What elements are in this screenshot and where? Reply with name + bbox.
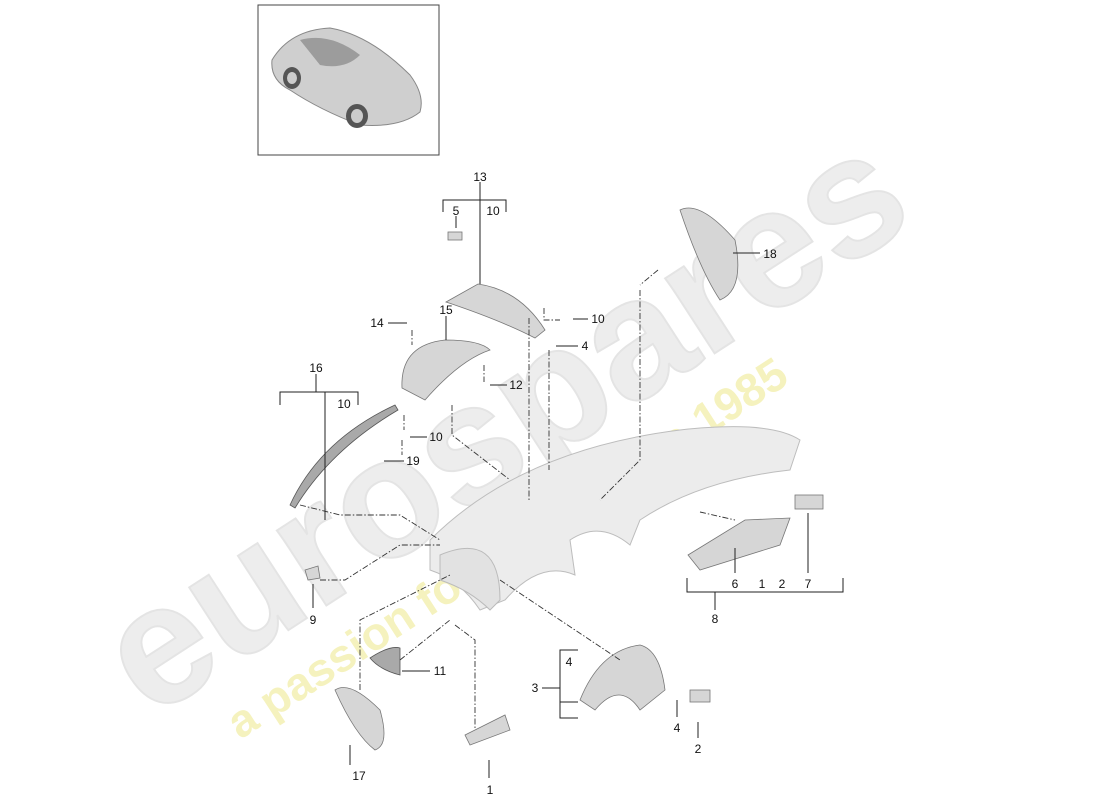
dashboard-carrier[interactable] xyxy=(429,426,801,611)
callout-4[interactable]: 4 xyxy=(582,339,589,353)
callout-11[interactable]: 11 xyxy=(434,664,447,678)
callout-13[interactable]: 13 xyxy=(473,170,487,184)
part-5-clip[interactable] xyxy=(447,231,463,241)
callout-8[interactable]: 8 xyxy=(712,612,719,626)
callout-4[interactable]: 4 xyxy=(566,655,573,669)
callout-12[interactable]: 12 xyxy=(509,378,523,392)
callout-10[interactable]: 10 xyxy=(486,204,500,218)
callout-6[interactable]: 6 xyxy=(732,577,739,591)
car-thumbnail-icon xyxy=(271,27,422,128)
car-thumbnail[interactable] xyxy=(257,4,440,156)
callout-10[interactable]: 10 xyxy=(429,430,443,444)
callout-9[interactable]: 9 xyxy=(310,613,317,627)
watermark-brand: eurospares xyxy=(67,92,939,751)
guide-lines xyxy=(299,269,736,730)
callout-3[interactable]: 3 xyxy=(532,681,539,695)
part-7-switch[interactable] xyxy=(794,494,824,510)
part-18-vent[interactable] xyxy=(679,207,739,301)
callout-2[interactable]: 2 xyxy=(779,577,786,591)
callout-15[interactable]: 15 xyxy=(439,303,453,317)
callout-1[interactable]: 1 xyxy=(759,577,766,591)
part-15-cover[interactable] xyxy=(401,339,491,401)
part-3-instrument-frame[interactable] xyxy=(579,644,666,711)
callout-labels: 13 5 10 18 14 15 10 4 16 10 12 10 19 6 1… xyxy=(309,170,811,797)
callout-10[interactable]: 10 xyxy=(337,397,351,411)
callout-17[interactable]: 17 xyxy=(352,769,366,783)
callout-7[interactable]: 7 xyxy=(805,577,812,591)
callout-4[interactable]: 4 xyxy=(674,721,681,735)
callout-1[interactable]: 1 xyxy=(487,783,494,797)
callout-10[interactable]: 10 xyxy=(591,312,605,326)
part-6-panel[interactable] xyxy=(687,517,791,571)
callout-16[interactable]: 16 xyxy=(309,361,323,375)
watermark: eurospares a passion for parts since 198… xyxy=(66,91,940,752)
leader-lines xyxy=(279,182,844,778)
part-1-trim[interactable] xyxy=(464,714,511,746)
part-16-defroster[interactable] xyxy=(289,404,399,509)
callout-14[interactable]: 14 xyxy=(370,316,384,330)
callout-18[interactable]: 18 xyxy=(763,247,777,261)
part-9-clip[interactable] xyxy=(304,565,321,581)
part-13-cover[interactable] xyxy=(445,283,546,339)
part-11-cover[interactable] xyxy=(369,647,401,676)
callout-2[interactable]: 2 xyxy=(695,742,702,756)
part-17-vent[interactable] xyxy=(334,687,385,751)
callout-5[interactable]: 5 xyxy=(453,204,460,218)
callout-19[interactable]: 19 xyxy=(406,454,420,468)
part-2-switch[interactable] xyxy=(689,689,711,703)
